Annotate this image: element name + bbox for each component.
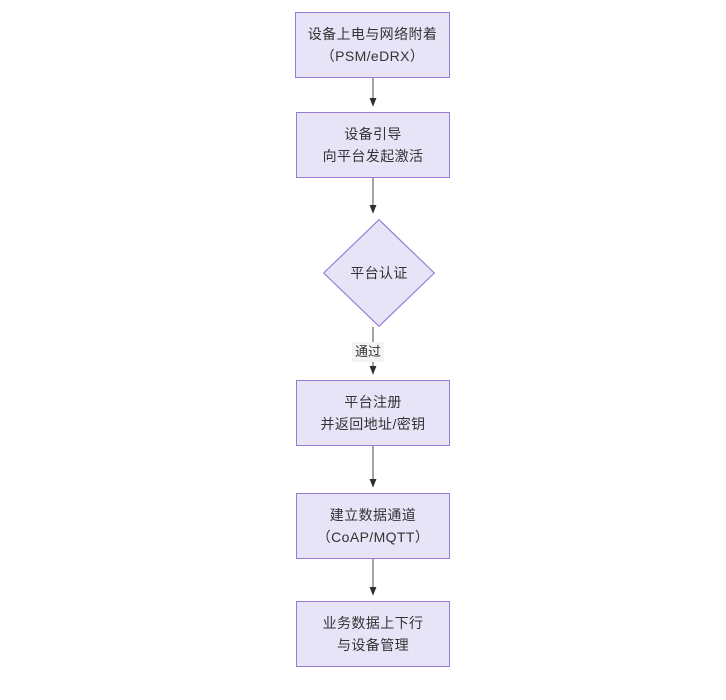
flow-node-power-on-line2: （PSM/eDRX）: [320, 48, 425, 64]
edge-label-pass: 通过: [352, 342, 385, 362]
flow-node-power-on[interactable]: 设备上电与网络附着 （PSM/eDRX）: [295, 12, 450, 78]
edge-label-pass-text: 通过: [355, 344, 382, 359]
flow-node-data-channel-line2: （CoAP/MQTT）: [316, 529, 430, 545]
flow-node-platform-register-line1: 平台注册: [344, 394, 402, 410]
flow-node-service-data-line1: 业务数据上下行: [322, 615, 424, 631]
flow-node-bootstrap[interactable]: 设备引导 向平台发起激活: [296, 112, 450, 178]
flow-node-power-on-line1: 设备上电与网络附着: [307, 26, 438, 42]
flow-node-platform-register[interactable]: 平台注册 并返回地址/密钥: [296, 380, 450, 446]
flow-node-bootstrap-line1: 设备引导: [344, 126, 402, 142]
flow-node-service-data[interactable]: 业务数据上下行 与设备管理: [296, 601, 450, 667]
flow-node-bootstrap-line2: 向平台发起激活: [322, 148, 424, 164]
flow-node-platform-register-line2: 并返回地址/密钥: [320, 416, 426, 432]
flow-node-platform-auth[interactable]: 平台认证: [323, 219, 435, 327]
flow-node-data-channel-line1: 建立数据通道: [329, 507, 417, 523]
flow-node-platform-auth-label: 平台认证: [350, 265, 408, 281]
flow-node-data-channel[interactable]: 建立数据通道 （CoAP/MQTT）: [296, 493, 450, 559]
diamond-shape: [323, 219, 435, 327]
flow-node-service-data-line2: 与设备管理: [337, 637, 409, 653]
